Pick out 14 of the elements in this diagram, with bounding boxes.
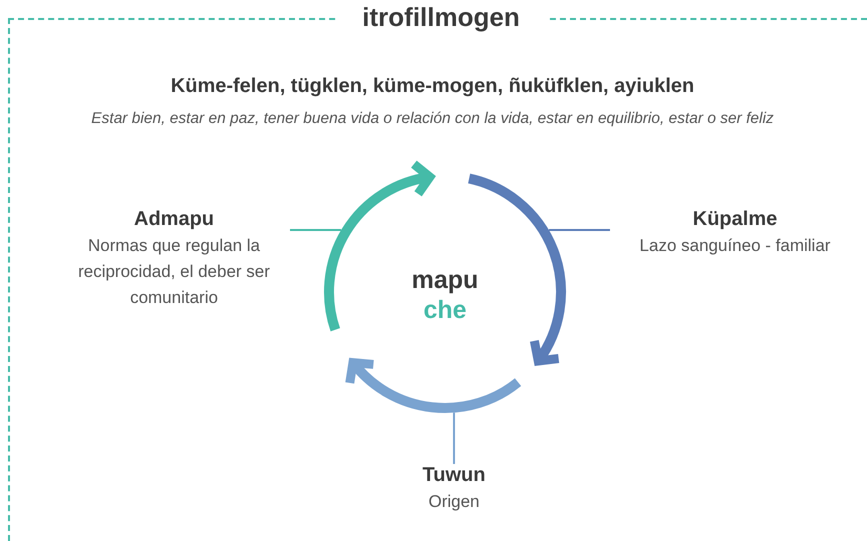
description: Estar bien, estar en paz, tener buena vida o relación con la vida, estar en equilibrio, estar o ser feliz [90,110,775,128]
heading: Tuwun [422,464,486,487]
description: Lazo sanguíneo - familiar [638,235,832,257]
heading: Admapu [133,208,215,231]
leader-line [453,412,455,464]
center-label: che [422,296,468,325]
center-label: mapu [410,266,480,295]
leader-line [290,229,342,231]
heading: Küpalme [692,208,778,231]
cycle-arrows-drawing [324,160,566,413]
leader-line [548,229,610,231]
description: Normas que regulan la reciprocidad, el deber ser comunitario [77,235,271,309]
description: Origen [427,491,481,513]
heading: Küme-felen, tügklen, küme-mogen, ñuküfklen, ayiuklen [170,75,696,98]
